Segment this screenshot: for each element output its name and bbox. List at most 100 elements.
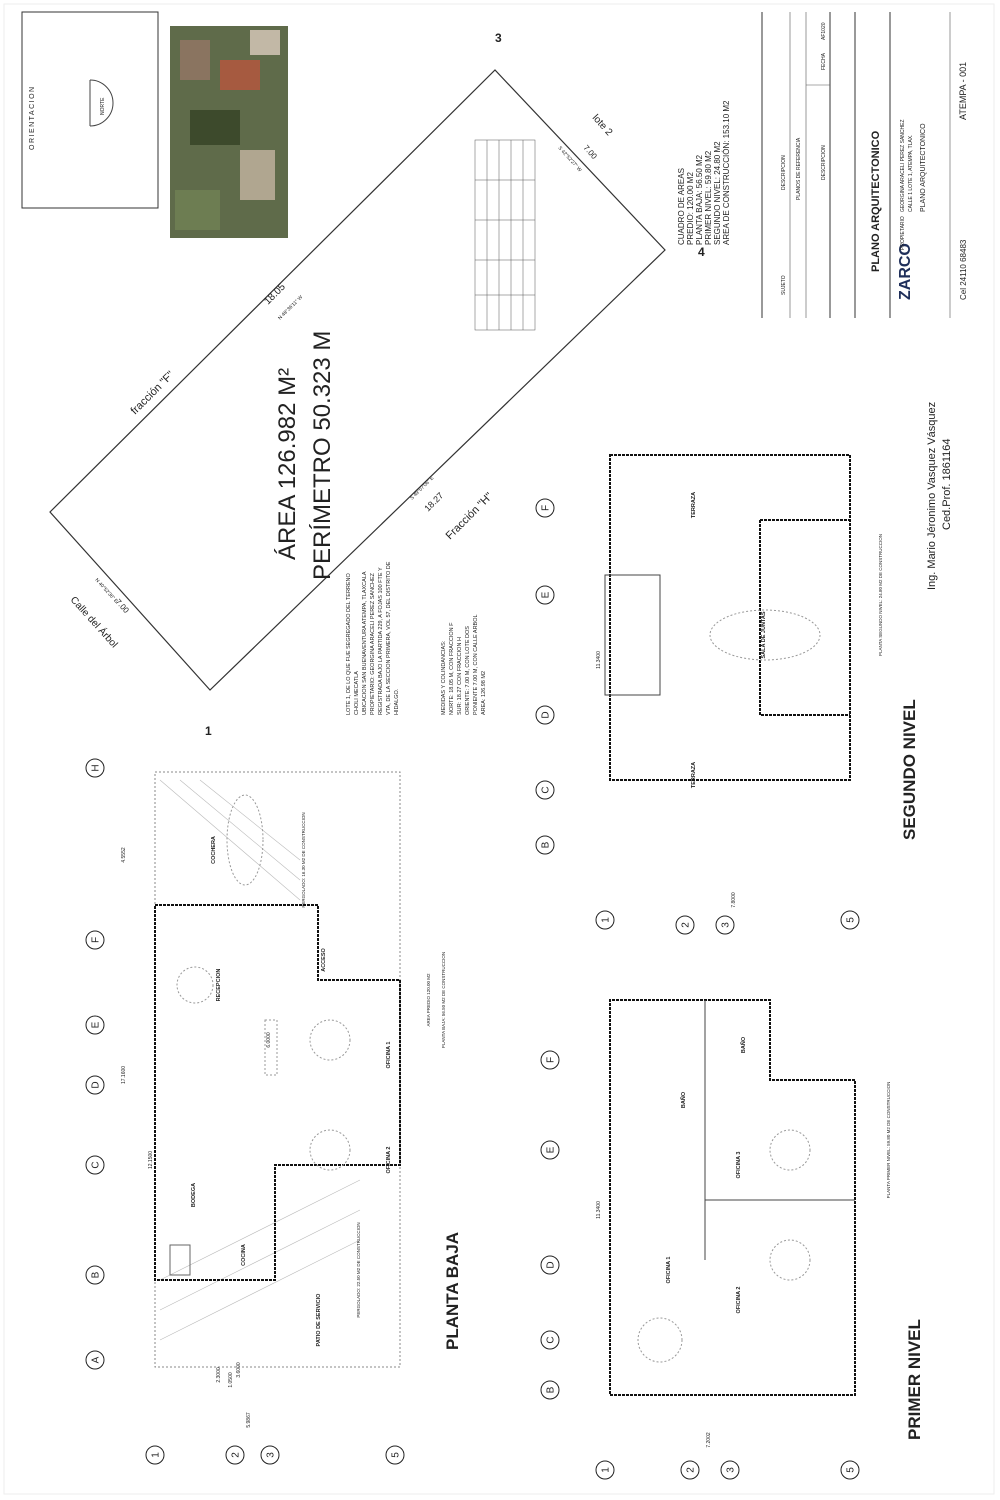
- axis-1-bubble: [145, 1445, 165, 1465]
- lot-area: ÁREA 126.982 M²: [274, 368, 301, 560]
- axis-D: D: [91, 1081, 102, 1088]
- axis-F: F: [546, 1057, 557, 1063]
- note-line: HIDALGO.: [394, 688, 400, 715]
- axis-3: 3: [721, 922, 732, 928]
- orientation-box: ORIENTACION NORTE: [21, 11, 159, 209]
- boundary-line: SUR: 18.27 CON FRACCION H: [457, 637, 463, 715]
- area-line: SEGUNDO NIVEL: 24.80 M2: [713, 141, 722, 245]
- axis-3: 3: [266, 1452, 277, 1458]
- lot-notes: LOTE 1, DE LO QUE FUE SEGREGADO DEL TERR…: [346, 561, 400, 715]
- axis-1-bubble: [595, 1460, 615, 1480]
- dimension: 4.5552: [121, 847, 127, 863]
- title-block: SUJETO DESCRIPCION PLANOS DE REFERENCIA …: [761, 12, 968, 318]
- axis-B: B: [546, 1386, 557, 1393]
- note-line: UBICACION SAN BUENAVENTURA ATEMPA, TLAXC…: [362, 571, 368, 715]
- axis-5: 5: [391, 1452, 402, 1458]
- boundary-line: PONIENTE 7.00 M, CON CALLE ARBOL: [473, 614, 479, 715]
- second-floor-plan: [604, 454, 851, 781]
- svg-text:PLANO ARQUITECTONICO: PLANO ARQUITECTONICO: [920, 123, 927, 212]
- axis-C-bubble: [85, 1155, 105, 1175]
- note-line: REGISTRADA BAJO LA PARTIDA 229, A FOJAS …: [378, 567, 384, 715]
- area-line: PREDIO: 120.00 M2: [686, 172, 695, 245]
- room-label: BAÑO: [680, 1091, 687, 1108]
- plan-note: PLANTA SEGUNDO NIVEL: 24.80 M2 DE CONSTR…: [878, 534, 883, 656]
- plan-note: PERGOLADO: 16.30 M2 DE CONSTRUCCION: [301, 812, 306, 907]
- dimension: 17.1600: [121, 1066, 127, 1084]
- svg-text:Fracción "H": Fracción "H": [444, 490, 496, 542]
- dimension: 3.6000: [236, 1362, 242, 1378]
- svg-text:DESCRIPCION: DESCRIPCION: [781, 155, 787, 190]
- svg-text:4: 4: [698, 245, 705, 259]
- axis-A-bubble: [85, 1350, 105, 1370]
- room-label: OFICINA 1: [386, 1042, 392, 1069]
- axis-F-bubble: [540, 1050, 560, 1070]
- orientation-label: ORIENTACION: [29, 85, 36, 150]
- svg-text:PROPIETARIO: PROPIETARIO: [900, 216, 906, 250]
- room-label: BAÑO: [740, 1036, 747, 1053]
- axis-C: C: [546, 1336, 557, 1343]
- svg-text:GEORGINA ARACELI PEREZ SANCHEZ: GEORGINA ARACELI PEREZ SANCHEZ: [900, 119, 906, 212]
- axis-3-bubble: [715, 915, 735, 935]
- axis-C: C: [91, 1161, 102, 1168]
- axis-F: F: [91, 937, 102, 943]
- boundary-line: NORTE: 18.05 M, CON FRACCION F: [449, 622, 455, 715]
- axis-2-bubble: [225, 1445, 245, 1465]
- axis-B-bubble: [535, 835, 555, 855]
- axis-2-bubble: [675, 915, 695, 935]
- note-line: VTA, DE LA SECCION PRIMERA, VOL 57, DEL …: [386, 561, 392, 715]
- axis-D-bubble: [540, 1255, 560, 1275]
- note-line: LOTE 1, DE LO QUE FUE SEGREGADO DEL TERR…: [346, 572, 352, 715]
- room-label: RECEPCION: [216, 969, 222, 1002]
- axis-F-bubble: [535, 498, 555, 518]
- axis-E: E: [91, 1021, 102, 1028]
- svg-text:18.05: 18.05: [262, 281, 288, 307]
- axis-E: E: [546, 1146, 557, 1153]
- axis-H-bubble: [85, 758, 105, 778]
- north-arrow-icon: NORTE: [89, 79, 114, 127]
- area-line: CUADRO DE AREAS: [677, 168, 686, 245]
- area-line: PRIMER NIVEL: 59.80 M2: [704, 150, 713, 245]
- axis-1: 1: [601, 1467, 612, 1473]
- plan-note: PERGOLADO: 22.50 M2 DE CONSTRUCCION: [356, 1222, 361, 1317]
- svg-text:N 40°52'36" E: N 40°52'36" E: [94, 577, 120, 605]
- axis-F-bubble: [85, 930, 105, 950]
- svg-text:PLANOS DE REFERENCIA: PLANOS DE REFERENCIA: [796, 137, 802, 200]
- second-floor-title: SEGUNDO NIVEL: [900, 699, 919, 840]
- ground-floor-plan: [154, 771, 401, 1368]
- svg-text:DESCRIPCION: DESCRIPCION: [821, 145, 827, 180]
- axis-E-bubble: [85, 1015, 105, 1035]
- room-label: TERRAZA: [691, 762, 697, 788]
- dimension: 11.3400: [596, 1201, 602, 1219]
- svg-text:FECHA: FECHA: [821, 52, 827, 70]
- room-label: TERRAZA: [691, 492, 697, 518]
- svg-text:NORTE: NORTE: [100, 97, 106, 115]
- axis-E: E: [541, 591, 552, 598]
- axis-B: B: [541, 841, 552, 848]
- axis-C-bubble: [535, 780, 555, 800]
- axis-C-bubble: [540, 1330, 560, 1350]
- axis-F: F: [541, 505, 552, 511]
- brand-logo: ZARCO: [897, 243, 914, 300]
- axis-A: A: [91, 1356, 102, 1363]
- boundary-line: ORIENTE: 7.00 M, CON LOTE DOS: [465, 626, 471, 715]
- engineer-name: Ing. Mario Jéronimo Vasquez Vásquez: [926, 402, 938, 590]
- dimension: 6.0000: [266, 1032, 272, 1048]
- axis-3-bubble: [260, 1445, 280, 1465]
- axis-5: 5: [846, 917, 857, 923]
- axis-2-bubble: [680, 1460, 700, 1480]
- note-line: CHOLI MECATLA: [354, 671, 360, 715]
- room-label: BODEGA: [191, 1183, 197, 1207]
- axis-5-bubble: [840, 1460, 860, 1480]
- svg-text:N 48°36'11" W: N 48°36'11" W: [277, 294, 304, 321]
- axis-D-bubble: [535, 705, 555, 725]
- ground-floor-title: PLANTA BAJA: [443, 1232, 462, 1350]
- boundary-line: AREA: 126.98 M2: [481, 671, 487, 715]
- dimension: 1.0500: [228, 1372, 234, 1388]
- axis-2: 2: [686, 1467, 697, 1473]
- svg-text:1: 1: [205, 724, 212, 738]
- svg-text:lote 2: lote 2: [590, 113, 615, 139]
- room-label: COCINA: [241, 1244, 247, 1266]
- room-label: OFICINA 3: [736, 1152, 742, 1179]
- room-label: OFICINA 1: [666, 1257, 672, 1284]
